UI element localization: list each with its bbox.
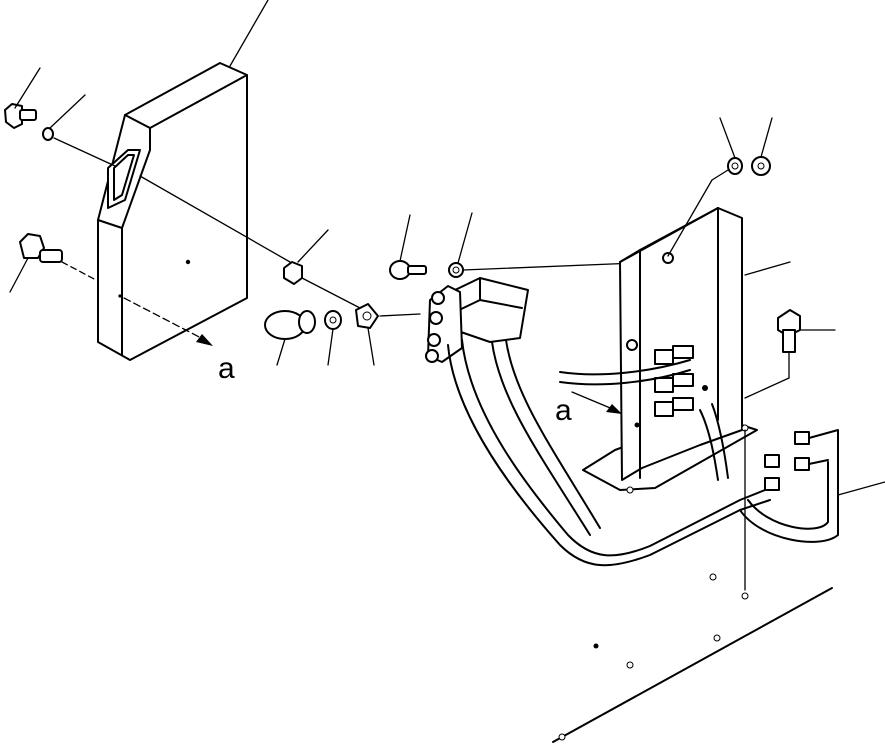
bolt-right — [777, 309, 836, 353]
cover-panel — [97, 62, 248, 361]
washer-right — [719, 117, 743, 175]
washer-upper-left — [42, 94, 86, 141]
nut-center — [283, 229, 329, 285]
relay-clips — [654, 345, 694, 417]
bracket-stand — [582, 207, 758, 494]
nut-switch — [448, 212, 473, 278]
view-label-a-left: a — [218, 352, 235, 385]
switch-assembly — [425, 277, 529, 363]
knob-bolt — [389, 214, 427, 280]
bolt-lower-left — [9, 233, 63, 293]
cable-harness — [447, 339, 885, 567]
bushing — [355, 303, 379, 366]
view-label-a-right: a — [555, 394, 572, 427]
bolt-upper-left — [4, 67, 41, 129]
washer-center — [324, 310, 342, 366]
connectors — [764, 429, 839, 491]
leader-cover-panel — [229, 0, 269, 67]
knob — [264, 310, 316, 366]
nut-right — [751, 117, 773, 176]
base-plate — [552, 573, 833, 743]
